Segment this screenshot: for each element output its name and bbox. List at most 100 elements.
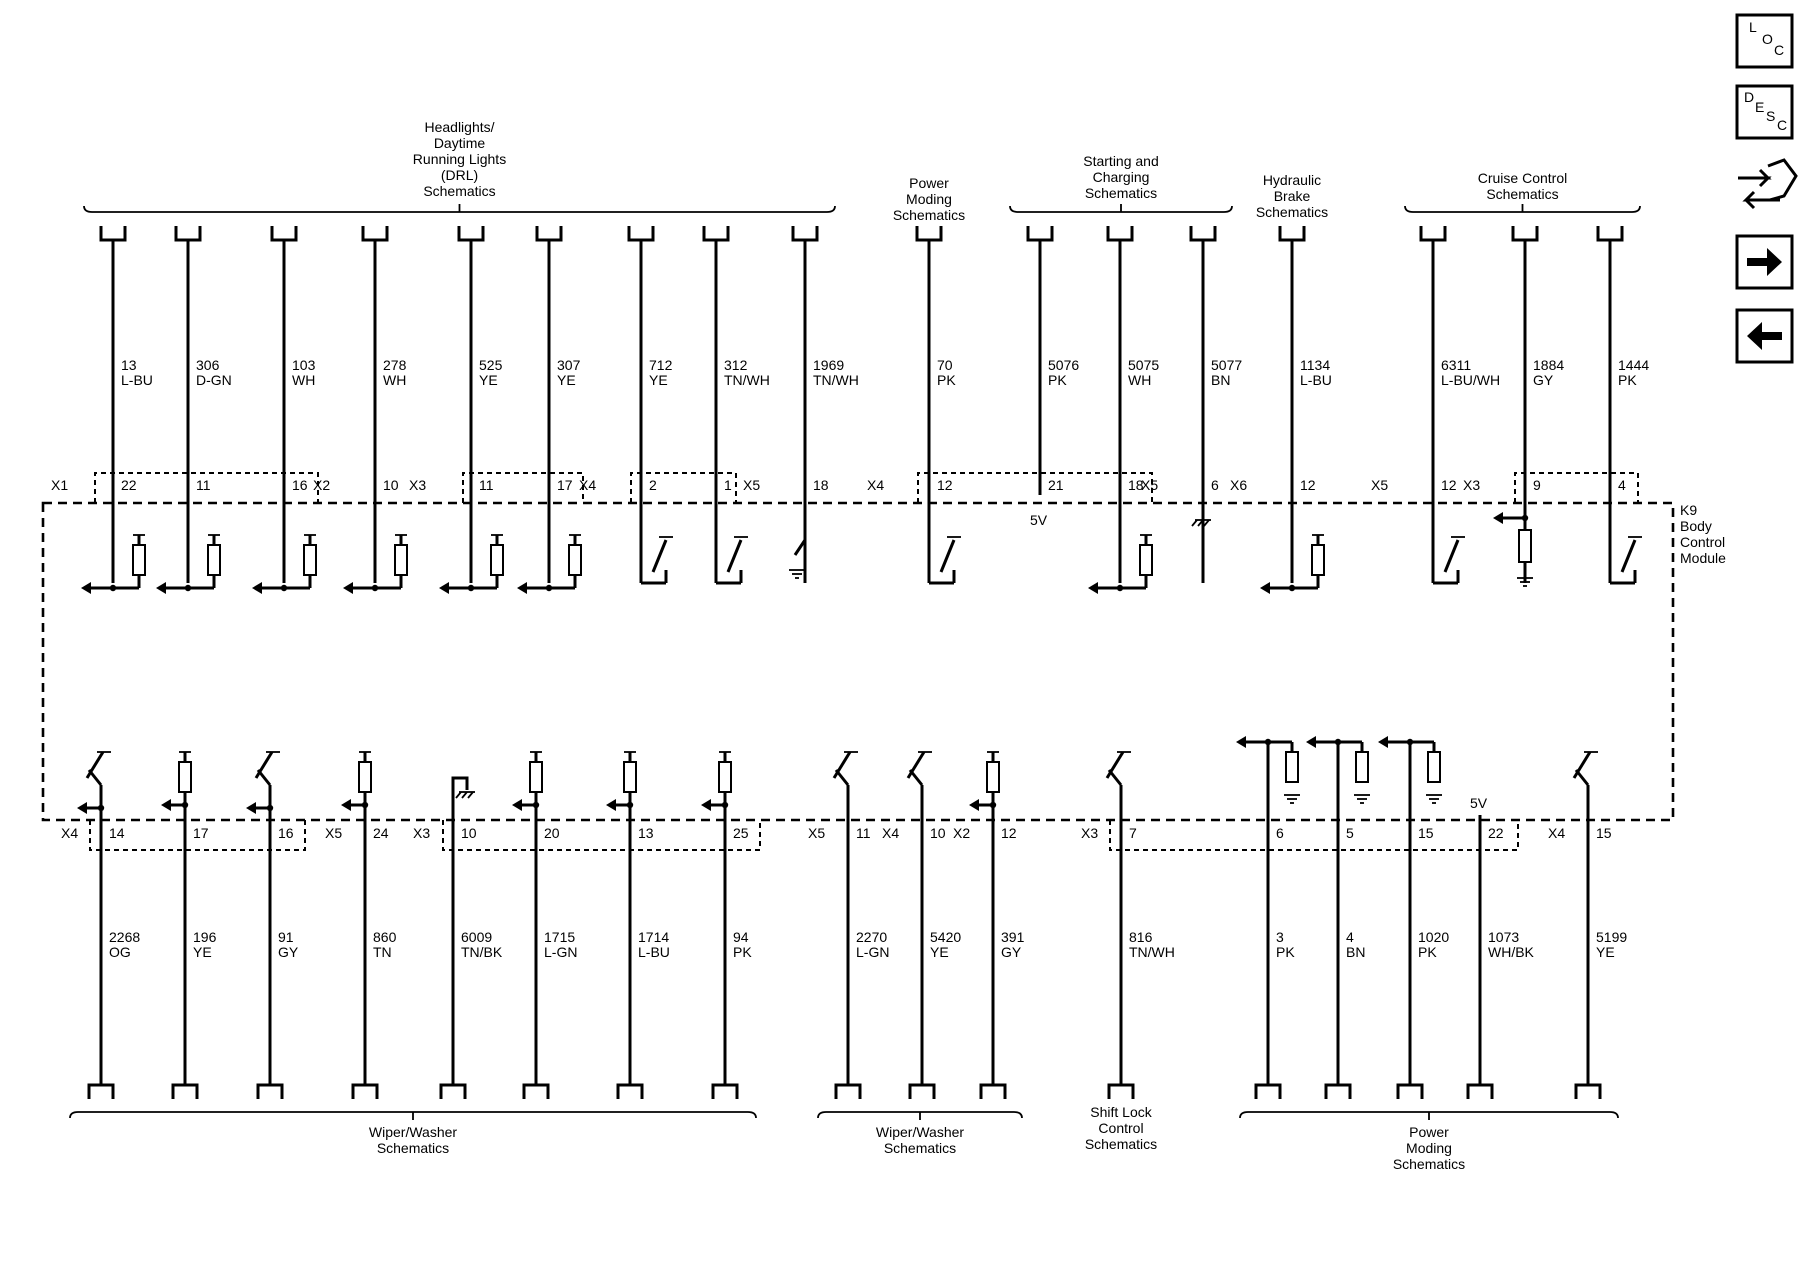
- desc-letter: D: [1744, 89, 1754, 105]
- loc-button[interactable]: LOC: [1735, 13, 1794, 69]
- connector-end-view-icon[interactable]: [1738, 158, 1798, 210]
- wire-color: PK: [1276, 944, 1295, 960]
- wire-color: BN: [1346, 944, 1365, 960]
- arrow-icon: [343, 582, 353, 594]
- junction-dot: [266, 804, 274, 812]
- ground-icon: [1284, 794, 1300, 804]
- pin-number: 10: [930, 825, 946, 841]
- pin-number: 12: [1001, 825, 1017, 841]
- loc-letter: O: [1762, 31, 1773, 47]
- pin-number: 14: [109, 825, 125, 841]
- resistor-icon: [358, 761, 372, 793]
- arrow-icon: [1493, 512, 1503, 524]
- next-page-button[interactable]: [1735, 234, 1794, 290]
- circuit-number: 5199: [1596, 929, 1627, 945]
- resistor-icon: [1285, 751, 1299, 783]
- resistor-icon: [303, 544, 317, 576]
- circuit-number: 1715: [544, 929, 575, 945]
- circuit-number: 5077: [1211, 357, 1242, 373]
- chassis-hatch: [1191, 519, 1198, 527]
- wire-color: YE: [1596, 944, 1615, 960]
- connector-outline: [1767, 158, 1798, 202]
- circuit-number: 70: [937, 357, 953, 373]
- wire-color: WH: [1128, 372, 1151, 388]
- previous-page-button[interactable]: [1735, 308, 1794, 364]
- loc-letter: L: [1749, 19, 1757, 35]
- connector-id: X4: [61, 825, 78, 841]
- circuit-number: 6311: [1441, 357, 1471, 373]
- header-text: Wiper/Washer: [369, 1124, 458, 1140]
- circuit-number: 2268: [109, 929, 140, 945]
- arrow-icon: [1236, 736, 1246, 748]
- connector-id: X1: [51, 477, 68, 493]
- wire-color: TN: [373, 944, 392, 960]
- resistor-icon: [207, 544, 221, 576]
- connector-id: X3: [1081, 825, 1098, 841]
- arrow-icon: [341, 799, 351, 811]
- header-text: Power: [909, 175, 949, 191]
- schematic-bracket: [1009, 204, 1233, 213]
- circuit-number: 1134: [1300, 357, 1330, 373]
- header-text: Schematics: [1085, 1136, 1157, 1152]
- pin-number: 10: [383, 477, 399, 493]
- ground-icon: [1426, 794, 1442, 804]
- circuit-number: 94: [733, 929, 749, 945]
- arrow-icon: [161, 799, 171, 811]
- pin-number: 6: [1276, 825, 1284, 841]
- pin-number: 22: [1488, 825, 1504, 841]
- pin-number: 1: [724, 477, 732, 493]
- switch-blade: [906, 751, 926, 779]
- connector-group: [1514, 472, 1639, 503]
- chassis-hatch: [461, 791, 468, 799]
- pin-number: 15: [1596, 825, 1612, 841]
- pin-number: 24: [373, 825, 389, 841]
- wire-color: L-BU: [638, 944, 670, 960]
- resistor-icon: [1139, 544, 1153, 576]
- wire-color: PK: [937, 372, 956, 388]
- switch-blade: [254, 751, 274, 779]
- connector-id: X5: [325, 825, 342, 841]
- resistor-icon: [1355, 751, 1369, 783]
- circuit-number: 525: [479, 357, 503, 373]
- header-text: Schematics: [884, 1140, 956, 1156]
- connector-id: X4: [1548, 825, 1565, 841]
- circuit-number: 278: [383, 357, 407, 373]
- circuit-number: 13: [121, 357, 137, 373]
- wire-color: TN/BK: [461, 944, 503, 960]
- pin-number: 11: [856, 825, 871, 841]
- pin-number: 20: [544, 825, 560, 841]
- wire-color: WH: [292, 372, 315, 388]
- schematic-bracket: [817, 1111, 1023, 1120]
- connector-group: [630, 472, 737, 503]
- connector-group: [917, 472, 1153, 503]
- arrow-icon: [246, 802, 256, 814]
- arrow-icon: [1088, 582, 1098, 594]
- wire-color: WH/BK: [1488, 944, 1535, 960]
- wire-color: OG: [109, 944, 131, 960]
- junction-dot: [626, 801, 634, 809]
- switch-blade: [832, 751, 852, 779]
- desc-button-frame: [1735, 84, 1794, 140]
- header-text: Schematics: [1256, 204, 1328, 220]
- connector-id: X4: [882, 825, 899, 841]
- wire-color: GY: [1001, 944, 1022, 960]
- connector-id: X5: [743, 477, 760, 493]
- loc-button-frame: [1735, 13, 1794, 69]
